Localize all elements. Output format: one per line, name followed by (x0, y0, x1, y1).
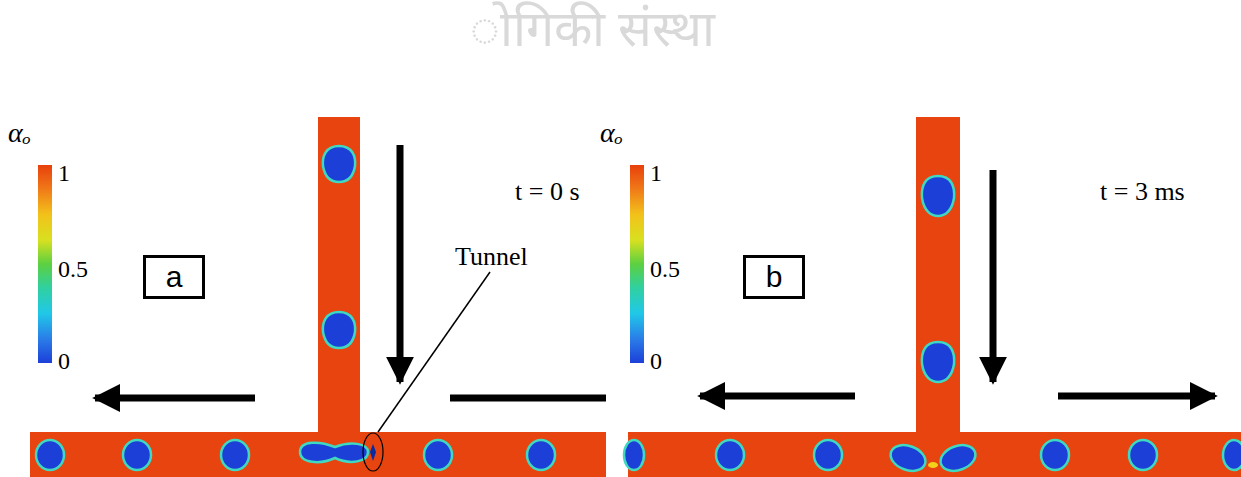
colour-bar-tick: 1 (58, 160, 70, 186)
colour-bar-tick: 0 (58, 348, 70, 374)
colour-bar-tick: 0.5 (650, 256, 680, 282)
colour-bar-tick: 0.5 (58, 256, 88, 282)
colour-bar-tick: 1 (650, 160, 662, 186)
time-label: t = 0 s (515, 178, 580, 207)
colour-bar-tick: 0 (650, 348, 662, 374)
panel-label-box: a (143, 255, 205, 299)
panel-label-box: b (743, 255, 805, 299)
colour-bar (38, 165, 52, 363)
colour-bar-title: αₒ (600, 118, 623, 149)
colour-bar-title: αₒ (8, 118, 31, 149)
leader-line (378, 272, 490, 432)
panel-letter: a (166, 260, 183, 294)
panel-letter: b (766, 260, 783, 294)
time-label: t = 3 ms (1100, 178, 1185, 207)
t-junction-a (30, 117, 606, 477)
watermark: ोगिकी संस्था (470, 2, 715, 57)
t-junction-b (624, 117, 1241, 477)
colour-bar (630, 165, 644, 363)
callout-label: Tunnel (455, 243, 528, 272)
